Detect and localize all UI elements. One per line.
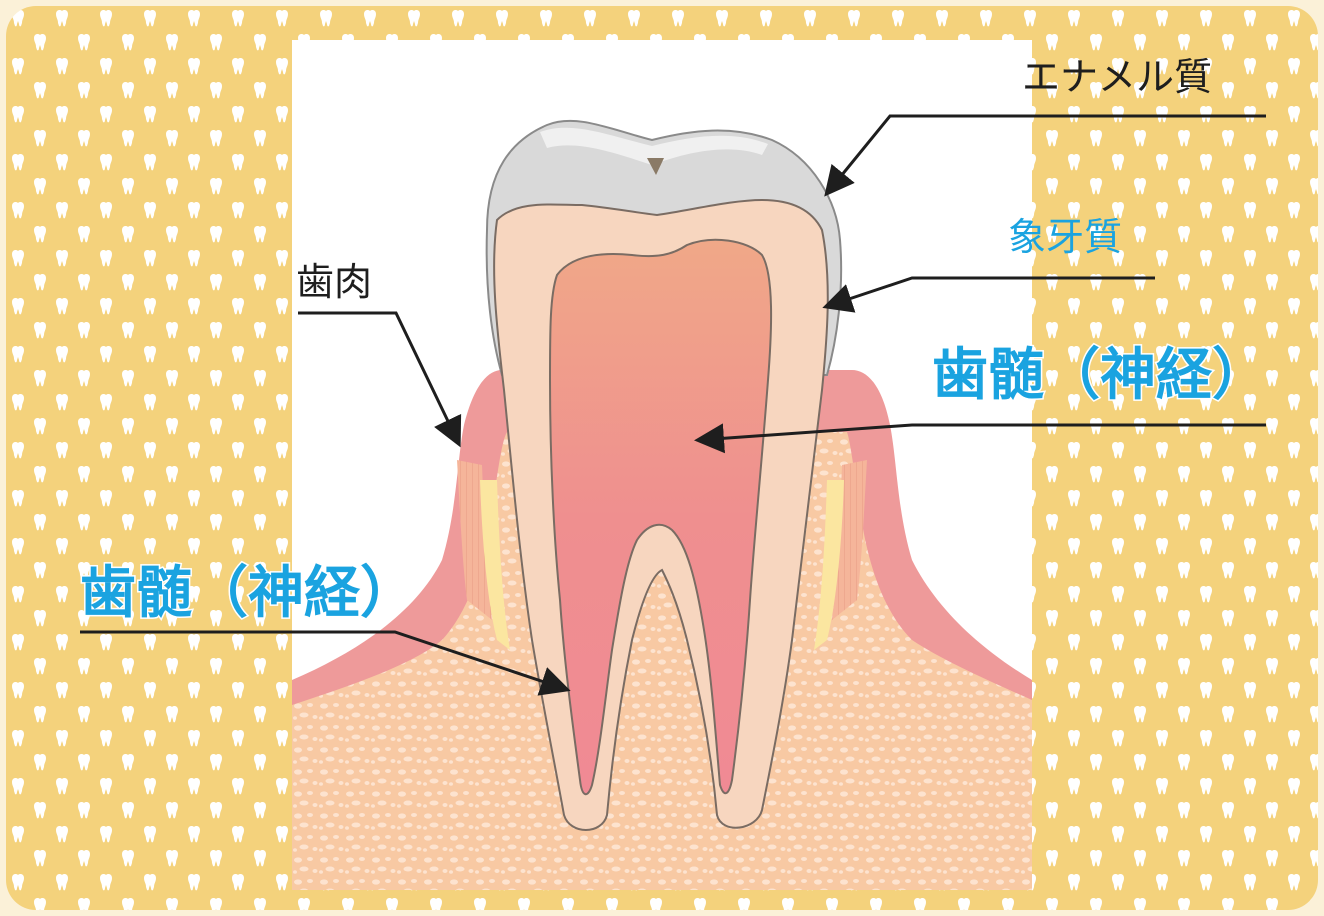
pulp-right-label: 歯髄（神経） xyxy=(932,348,1268,404)
enamel-label: エナメル質 xyxy=(1022,58,1212,96)
dentin-label: 象牙質 xyxy=(1008,218,1122,256)
illustration-panel xyxy=(292,40,1032,890)
pulp-left-label: 歯髄（神経） xyxy=(80,566,416,622)
gum-label: 歯肉 xyxy=(296,263,372,301)
tooth-cross-section xyxy=(292,40,1032,890)
